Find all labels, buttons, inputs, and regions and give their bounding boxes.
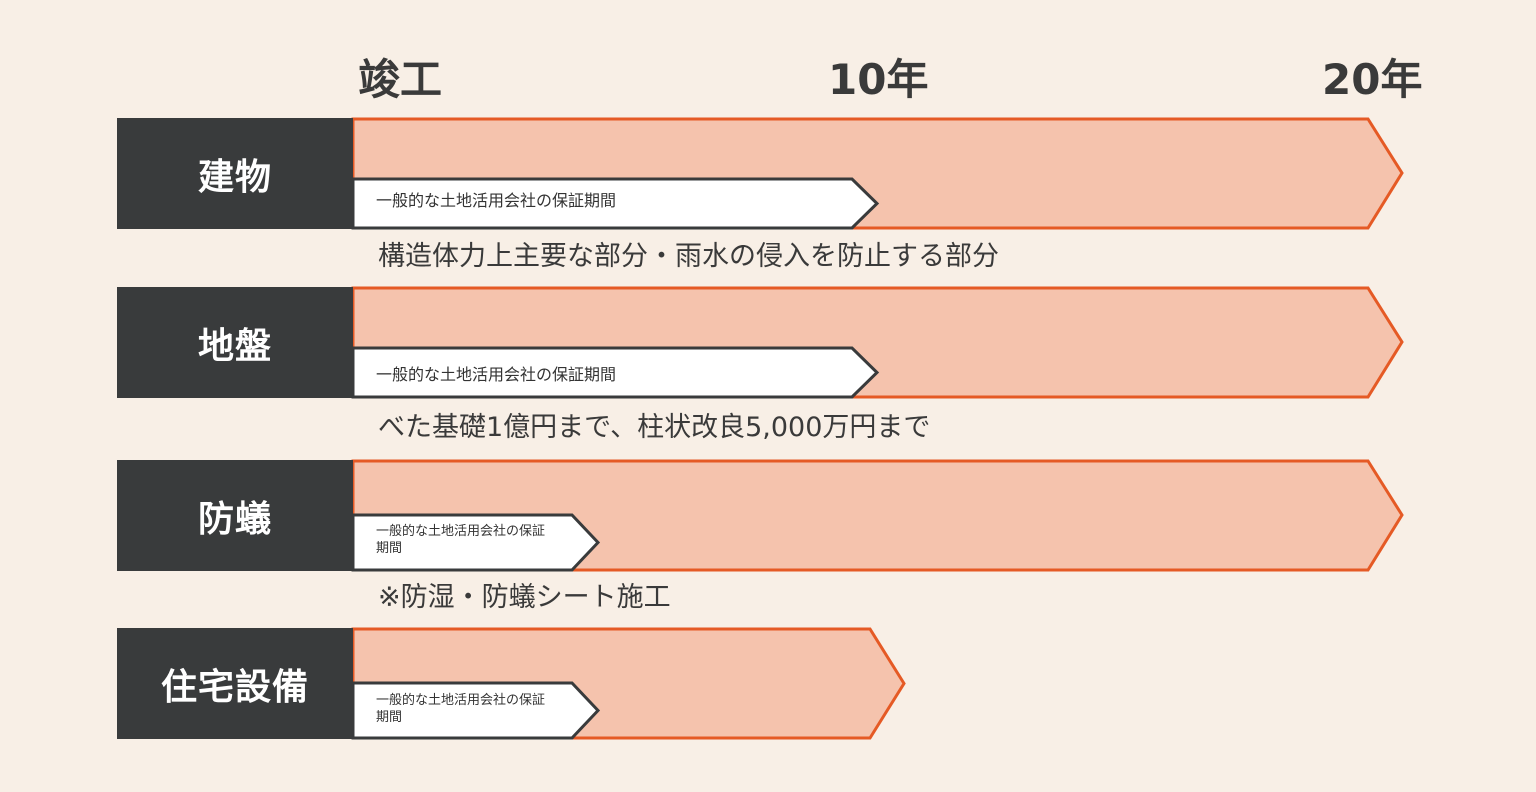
equipment-standard-arrow	[351, 681, 601, 740]
ground-standard-period-text: 一般的な土地活用会社の保証期間	[376, 365, 617, 384]
termite-standard-period-text: 一般的な土地活用会社の保証期間	[376, 524, 546, 556]
termite-standard-arrow	[351, 513, 601, 572]
timeline-start-label: 竣工	[358, 55, 443, 104]
ground-note: べた基礎1億円まで、柱状改良5,000万円まで	[378, 412, 931, 443]
row-label-ground: 地盤	[117, 287, 353, 398]
row-label-equipment: 住宅設備	[117, 628, 353, 739]
building-note: 構造体力上主要な部分・雨水の侵入を防止する部分	[378, 241, 999, 272]
timeline-20-year-label: 20年	[1322, 55, 1423, 104]
timeline-10-year-label: 10年	[828, 55, 929, 104]
row-label-termite: 防蟻	[117, 460, 353, 571]
termite-note: ※防湿・防蟻シート施工	[378, 582, 671, 613]
building-standard-period-text: 一般的な土地活用会社の保証期間	[376, 191, 617, 210]
building-standard-arrow	[351, 177, 880, 230]
row-label-building: 建物	[117, 118, 353, 229]
equipment-standard-period-text: 一般的な土地活用会社の保証期間	[376, 693, 546, 725]
ground-standard-arrow	[351, 346, 880, 399]
